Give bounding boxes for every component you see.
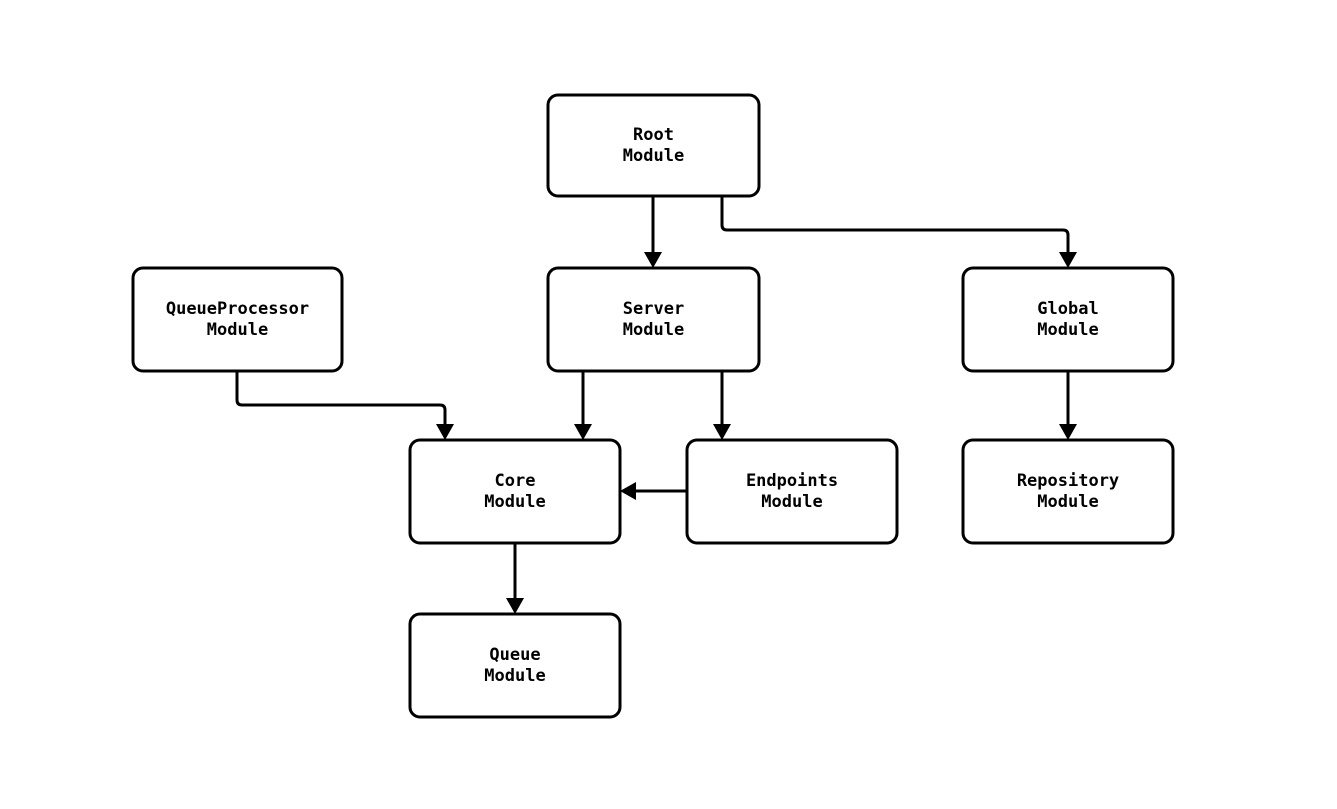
arrowhead-icon bbox=[1059, 252, 1077, 268]
edge-server-to-endpoints bbox=[713, 371, 731, 440]
node-label-line2: Module bbox=[623, 320, 684, 340]
node-box[interactable] bbox=[546, 93, 761, 198]
edge-root-to-server bbox=[644, 196, 662, 268]
arrowhead-icon bbox=[436, 424, 454, 440]
node-label-line2: Module bbox=[623, 146, 684, 166]
node-box[interactable] bbox=[546, 266, 761, 373]
edge-endpoints-to-core bbox=[620, 482, 687, 500]
node-box[interactable] bbox=[961, 438, 1175, 545]
node-label-line2: Module bbox=[1037, 492, 1098, 512]
node-label-line2: Module bbox=[207, 320, 268, 340]
edge-core-to-queue bbox=[506, 543, 524, 614]
edge-line bbox=[720, 196, 1070, 252]
node-label-line1: Server bbox=[623, 299, 684, 319]
node-box[interactable] bbox=[961, 266, 1175, 373]
edges-layer bbox=[235, 196, 1077, 614]
node-label-line1: Root bbox=[633, 125, 674, 145]
node-label-line1: Endpoints bbox=[746, 471, 838, 491]
arrowhead-icon bbox=[644, 252, 662, 268]
node-label-line1: QueueProcessor bbox=[166, 299, 309, 319]
node-label-line2: Module bbox=[484, 492, 545, 512]
edge-global-to-repository bbox=[1059, 371, 1077, 440]
edge-line bbox=[235, 371, 447, 424]
arrowhead-icon bbox=[713, 424, 731, 440]
edge-queueprocessor-to-core bbox=[235, 371, 454, 440]
node-label-line2: Module bbox=[484, 666, 545, 686]
node-label-line2: Module bbox=[1037, 320, 1098, 340]
arrowhead-icon bbox=[506, 598, 524, 614]
node-label-line1: Queue bbox=[489, 645, 540, 665]
node-box[interactable] bbox=[131, 266, 344, 373]
arrowhead-icon bbox=[620, 482, 636, 500]
node-box[interactable] bbox=[408, 612, 622, 719]
node-box[interactable] bbox=[685, 438, 899, 545]
node-label-line1: Repository bbox=[1017, 471, 1119, 491]
node-box[interactable] bbox=[408, 438, 622, 545]
node-label-line1: Core bbox=[495, 471, 536, 491]
edge-server-to-core bbox=[574, 371, 592, 440]
node-label-line1: Global bbox=[1037, 299, 1098, 319]
node-label-line2: Module bbox=[761, 492, 822, 512]
arrowhead-icon bbox=[1059, 424, 1077, 440]
edge-root-to-global bbox=[720, 196, 1077, 268]
arrowhead-icon bbox=[574, 424, 592, 440]
